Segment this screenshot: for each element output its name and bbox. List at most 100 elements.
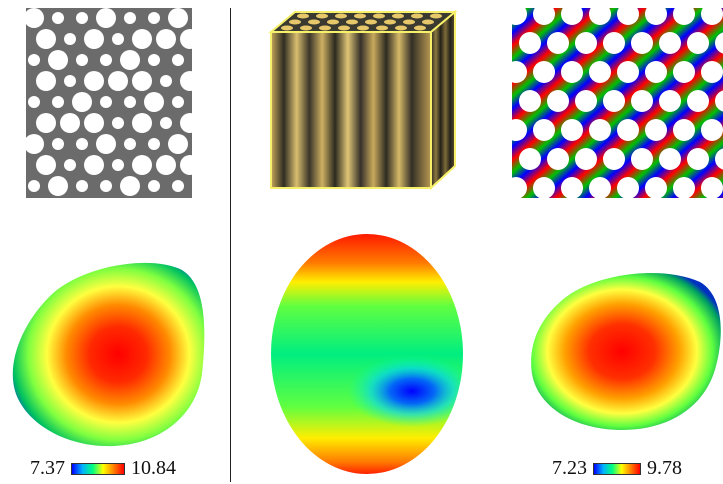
colorbar-left-max: 10.84 [131, 457, 176, 479]
lattice-hole [645, 119, 667, 141]
surface-right [531, 272, 721, 430]
fiber-end [411, 13, 423, 19]
plate-hole [132, 29, 152, 49]
fiber-end [308, 19, 320, 25]
surface-left [12, 262, 205, 447]
colorbar-right-min: 7.23 [552, 457, 587, 479]
cube-side-face [430, 9, 456, 191]
plate-hole [172, 54, 184, 66]
lattice-hole [715, 32, 723, 54]
plate-hole [48, 176, 68, 196]
fiber-cube-panel [265, 6, 465, 192]
plate-hole [36, 113, 56, 133]
plate-hole [160, 117, 172, 129]
plate-hole [64, 75, 76, 87]
lattice-hole [659, 32, 681, 54]
lattice-hole [512, 177, 527, 198]
lattice-hole [533, 119, 555, 141]
fiber-end [376, 25, 388, 31]
lattice-hole [561, 119, 583, 141]
hex-lattice [512, 8, 723, 198]
fiber-end [430, 13, 442, 19]
lattice-hole [589, 119, 611, 141]
lattice-hole [561, 177, 583, 198]
plate-hole [120, 50, 140, 70]
lattice-hole [687, 32, 709, 54]
surface-middle [271, 234, 463, 474]
surface-right-shape [531, 272, 721, 430]
surface-middle-panel [270, 232, 464, 476]
plate-hole [180, 71, 192, 91]
fiber-end [281, 25, 293, 31]
plate-hole [76, 54, 88, 66]
fiber-end [335, 13, 347, 19]
fiber-end [346, 19, 358, 25]
lattice-hole [561, 8, 583, 25]
plate-hole [124, 96, 136, 108]
plate-hole [168, 134, 188, 154]
plate-hole [180, 29, 192, 49]
lattice-hole [617, 119, 639, 141]
lattice-hole [631, 90, 653, 112]
plate-hole [148, 138, 160, 150]
lattice-hole [617, 8, 639, 25]
lattice-hole [715, 148, 723, 170]
lattice-hole [687, 90, 709, 112]
lattice-hole [575, 148, 597, 170]
lattice-hole [673, 177, 695, 198]
fiber-end [316, 13, 328, 19]
lattice-hole [519, 148, 541, 170]
plate-hole [60, 113, 80, 133]
lattice-hole [589, 177, 611, 198]
lattice-hole [645, 177, 667, 198]
colorbar-right-max: 9.78 [647, 457, 682, 479]
plate-hole [26, 8, 44, 28]
fiber-end [365, 19, 377, 25]
lattice-hole [603, 32, 625, 54]
plate-hole [172, 180, 184, 192]
lattice-hole [631, 148, 653, 170]
lattice-hole [673, 61, 695, 83]
fiber-end [319, 25, 331, 31]
lattice-hole [687, 148, 709, 170]
lattice-hole [547, 32, 569, 54]
plate-hole [124, 138, 136, 150]
plate-hole [84, 71, 104, 91]
lattice-hole [617, 177, 639, 198]
plate-hole [36, 155, 56, 175]
fiber-end [297, 13, 309, 19]
plate-hole [64, 33, 76, 45]
fiber-end [395, 25, 407, 31]
fiber-end [403, 19, 415, 25]
lattice-hole [575, 90, 597, 112]
plate-hole [112, 33, 124, 45]
plate-hole [26, 134, 44, 154]
fiber-end [414, 25, 426, 31]
lattice-hole [701, 8, 723, 25]
lattice-hole [533, 61, 555, 83]
colorbar-right-gradient [593, 462, 641, 475]
lattice-hole [659, 148, 681, 170]
lattice-hole [673, 119, 695, 141]
plate-hole [84, 155, 104, 175]
vertical-divider [230, 8, 231, 482]
plate-hole [64, 159, 76, 171]
plate-hole [168, 8, 188, 28]
hex-lattice-panel [512, 8, 723, 198]
plate-hole [96, 8, 116, 28]
plate-hole [76, 180, 88, 192]
plate-hole [100, 96, 112, 108]
plate-hole [180, 155, 192, 175]
plate-hole [28, 96, 40, 108]
plate-hole [180, 113, 192, 133]
fiber-ends [281, 13, 442, 31]
fiber-end [300, 25, 312, 31]
lattice-hole [533, 8, 555, 25]
lattice-hole [701, 119, 723, 141]
lattice-hole [645, 61, 667, 83]
plate-hole [148, 180, 160, 192]
fiber-end [422, 19, 434, 25]
plate-hole [148, 12, 160, 24]
fiber-cube [268, 9, 458, 191]
plate-hole [72, 92, 92, 112]
